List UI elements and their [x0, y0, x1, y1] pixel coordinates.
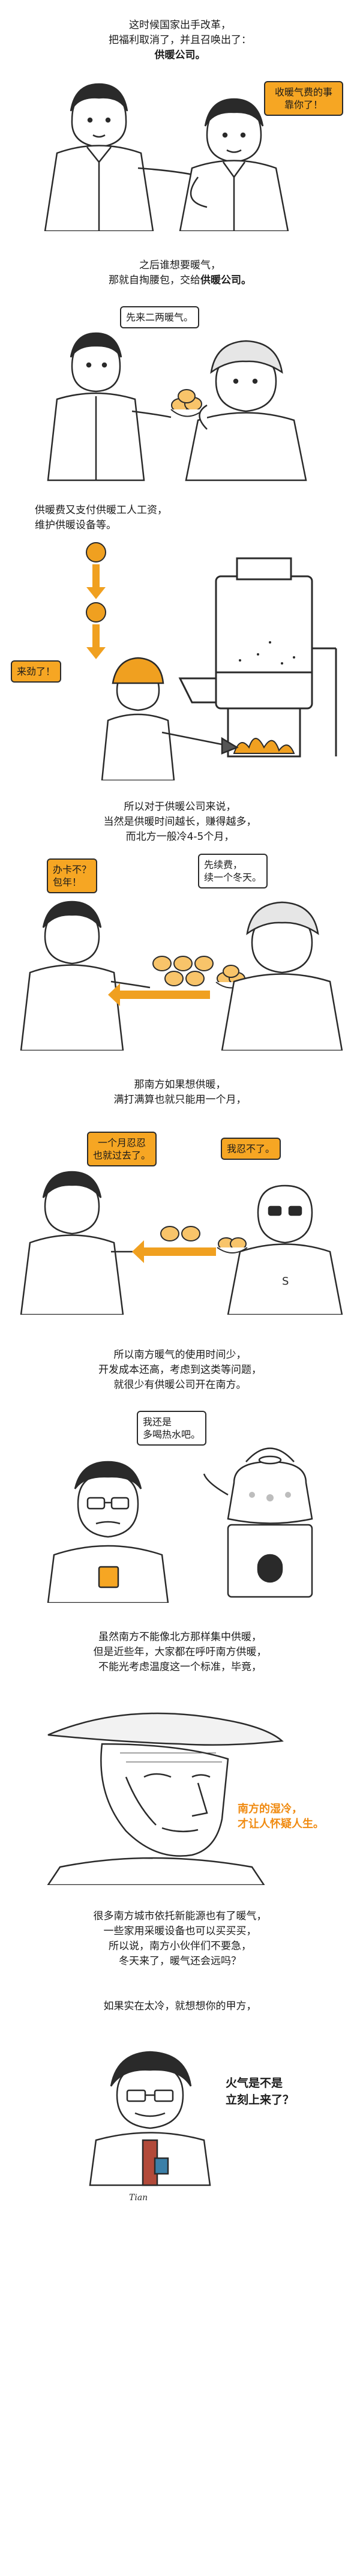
caption-line: 所以南方暖气的使用时间少， [113, 1349, 247, 1361]
caption-line: 供暖费又支付供暖工人工资， [35, 504, 167, 516]
caption-line: 维护供暖设备等。 [35, 519, 116, 531]
speech-bubble: 收暖气费的事 靠你了！ [264, 81, 343, 116]
speech-bubble: 先续费， 续一个冬天。 [198, 854, 268, 888]
panel-boss-official: 收暖气费的事 靠你了！ [0, 63, 360, 231]
caption-line: 把福利取消了，并且召唤出了： [109, 34, 251, 46]
caption-line: 所以说，南方小伙伴们不要急， [109, 1940, 251, 1952]
caption-line: 虽然南方不能像北方那样集中供暖， [98, 1631, 262, 1643]
panel-hot-water: 我还是 多喝热水吧。 [0, 1405, 360, 1603]
illustration-boss-official [44, 83, 289, 231]
speech-text: 南方的湿冷， 才让人怀疑人生。 [238, 1803, 324, 1830]
speech-bubble: 我忍不了。 [221, 1138, 281, 1160]
panel-pay-heating: 先来二两暖气。 [0, 300, 360, 486]
caption-overlay: 南方的湿冷， 才让人怀疑人生。 [233, 1798, 329, 1835]
caption-line: 所以对于供暖公司来说， [124, 801, 236, 813]
illustration-renew-winter [20, 900, 343, 1051]
speech-bubble: 办卡不？ 包年！ [47, 858, 98, 893]
speech-text-box: 火气是不是 立刻上来了？ [221, 2071, 299, 2112]
speech-text: 火气是不是 立刻上来了？ [226, 2077, 295, 2107]
caption-9: 如果实在太冷，就想想你的甲方， [0, 1999, 360, 2014]
illustration-humid-cold [47, 1712, 284, 1885]
caption-4: 所以对于供暖公司来说， 当然是供暖时间越长，赚得越多， 而北方一般冷4-5个月， [0, 800, 360, 845]
speech-bubble: 来劲了！ [11, 660, 62, 683]
caption-line: 这时候国家出手改革， [129, 19, 231, 31]
panel-one-month: S 一个月忍忍 也就过去了。 我忍不了。 [0, 1117, 360, 1315]
caption-line: 一些家用采暖设备也可以买买买， [103, 1925, 257, 1937]
caption-line: 冬天来了，暖气还会远吗？ [119, 1955, 241, 1967]
speech-text: 先来二两暖气。 [126, 312, 194, 323]
illustration-one-month: S [20, 1171, 343, 1315]
speech-text: 来劲了！ [17, 666, 56, 677]
caption-line: 不能光考虑温度这一个标准，毕竟， [98, 1661, 262, 1673]
caption-3: 供暖费又支付供暖工人工资， 维护供暖设备等。 [35, 503, 167, 533]
caption-7: 虽然南方不能像北方那样集中供暖， 但是近些年，大家都在呼吁南方供暖， 不能光考虑… [0, 1630, 360, 1675]
speech-text: 一个月忍忍 也就过去了。 [93, 1137, 151, 1161]
speech-text: 办卡不？ 包年！ [53, 864, 92, 888]
caption-line: 很多南方城市依托新能源也有了暖气， [93, 1910, 267, 1922]
caption-line: 满打满算也就只能用一个月， [113, 1094, 247, 1106]
panel-renew-winter: 办卡不？ 包年！ 先续费， 续一个冬天。 [0, 852, 360, 1051]
caption-8: 很多南方城市依托新能源也有了暖气， 一些家用采暖设备也可以买买买， 所以说，南方… [0, 1909, 360, 1969]
illustration-hot-water [47, 1447, 313, 1603]
caption-line: 但是近些年，大家都在呼吁南方供暖， [93, 1646, 267, 1658]
panel-boiler: 来劲了！ [0, 540, 360, 780]
caption-bold: 供暖公司。 [154, 49, 206, 61]
speech-text: 我还是 多喝热水吧。 [143, 1416, 201, 1440]
caption-1: 这时候国家出手改革， 把福利取消了，并且召唤出了： 供暖公司。 [0, 18, 360, 63]
speech-text: 先续费， 续一个冬天。 [204, 859, 262, 883]
panel-humid-cold: 南方的湿冷， 才让人怀疑人生。 [0, 1687, 360, 1885]
speech-bubble: 我还是 多喝热水吧。 [137, 1411, 207, 1446]
caption-line: 之后谁想要暖气， [139, 259, 221, 271]
caption-6: 所以南方暖气的使用时间少， 开发成本还高，考虑到这类等问题， 就很少有供暖公司开… [0, 1348, 360, 1393]
caption-2: 之后谁想要暖气， 那就自掏腰包，交给供暖公司。 [0, 258, 360, 288]
signature: Tian [129, 2193, 148, 2203]
caption-line: 而北方一般冷4-5个月， [125, 831, 235, 843]
caption-line: 如果实在太冷，就想想你的甲方， [103, 2000, 257, 2012]
caption-line: 就很少有供暖公司开在南方。 [113, 1379, 247, 1391]
speech-text: 收暖气费的事 靠你了！ [274, 86, 332, 110]
caption-line: 当然是供暖时间越长，赚得越多， [103, 816, 257, 828]
caption-line: 那南方如果想供暖， [134, 1079, 226, 1091]
caption-5: 那南方如果想供暖， 满打满算也就只能用一个月， [0, 1078, 360, 1108]
caption-line: 那就自掏腰包，交给供暖公司。 [109, 274, 251, 286]
svg-text:S: S [282, 1275, 289, 1288]
speech-text: 我忍不了。 [227, 1143, 275, 1154]
caption-line: 开发成本还高，考虑到这类等问题， [98, 1364, 262, 1376]
speech-bubble: 一个月忍忍 也就过去了。 [87, 1132, 157, 1166]
speech-bubble: 先来二两暖气。 [120, 306, 200, 328]
illustration-boiler [86, 542, 337, 780]
illustration-client: Tian [89, 2051, 211, 2203]
panel-client: Tian 火气是不是 立刻上来了？ [0, 2035, 360, 2203]
illustration-pay-heating [47, 332, 307, 481]
